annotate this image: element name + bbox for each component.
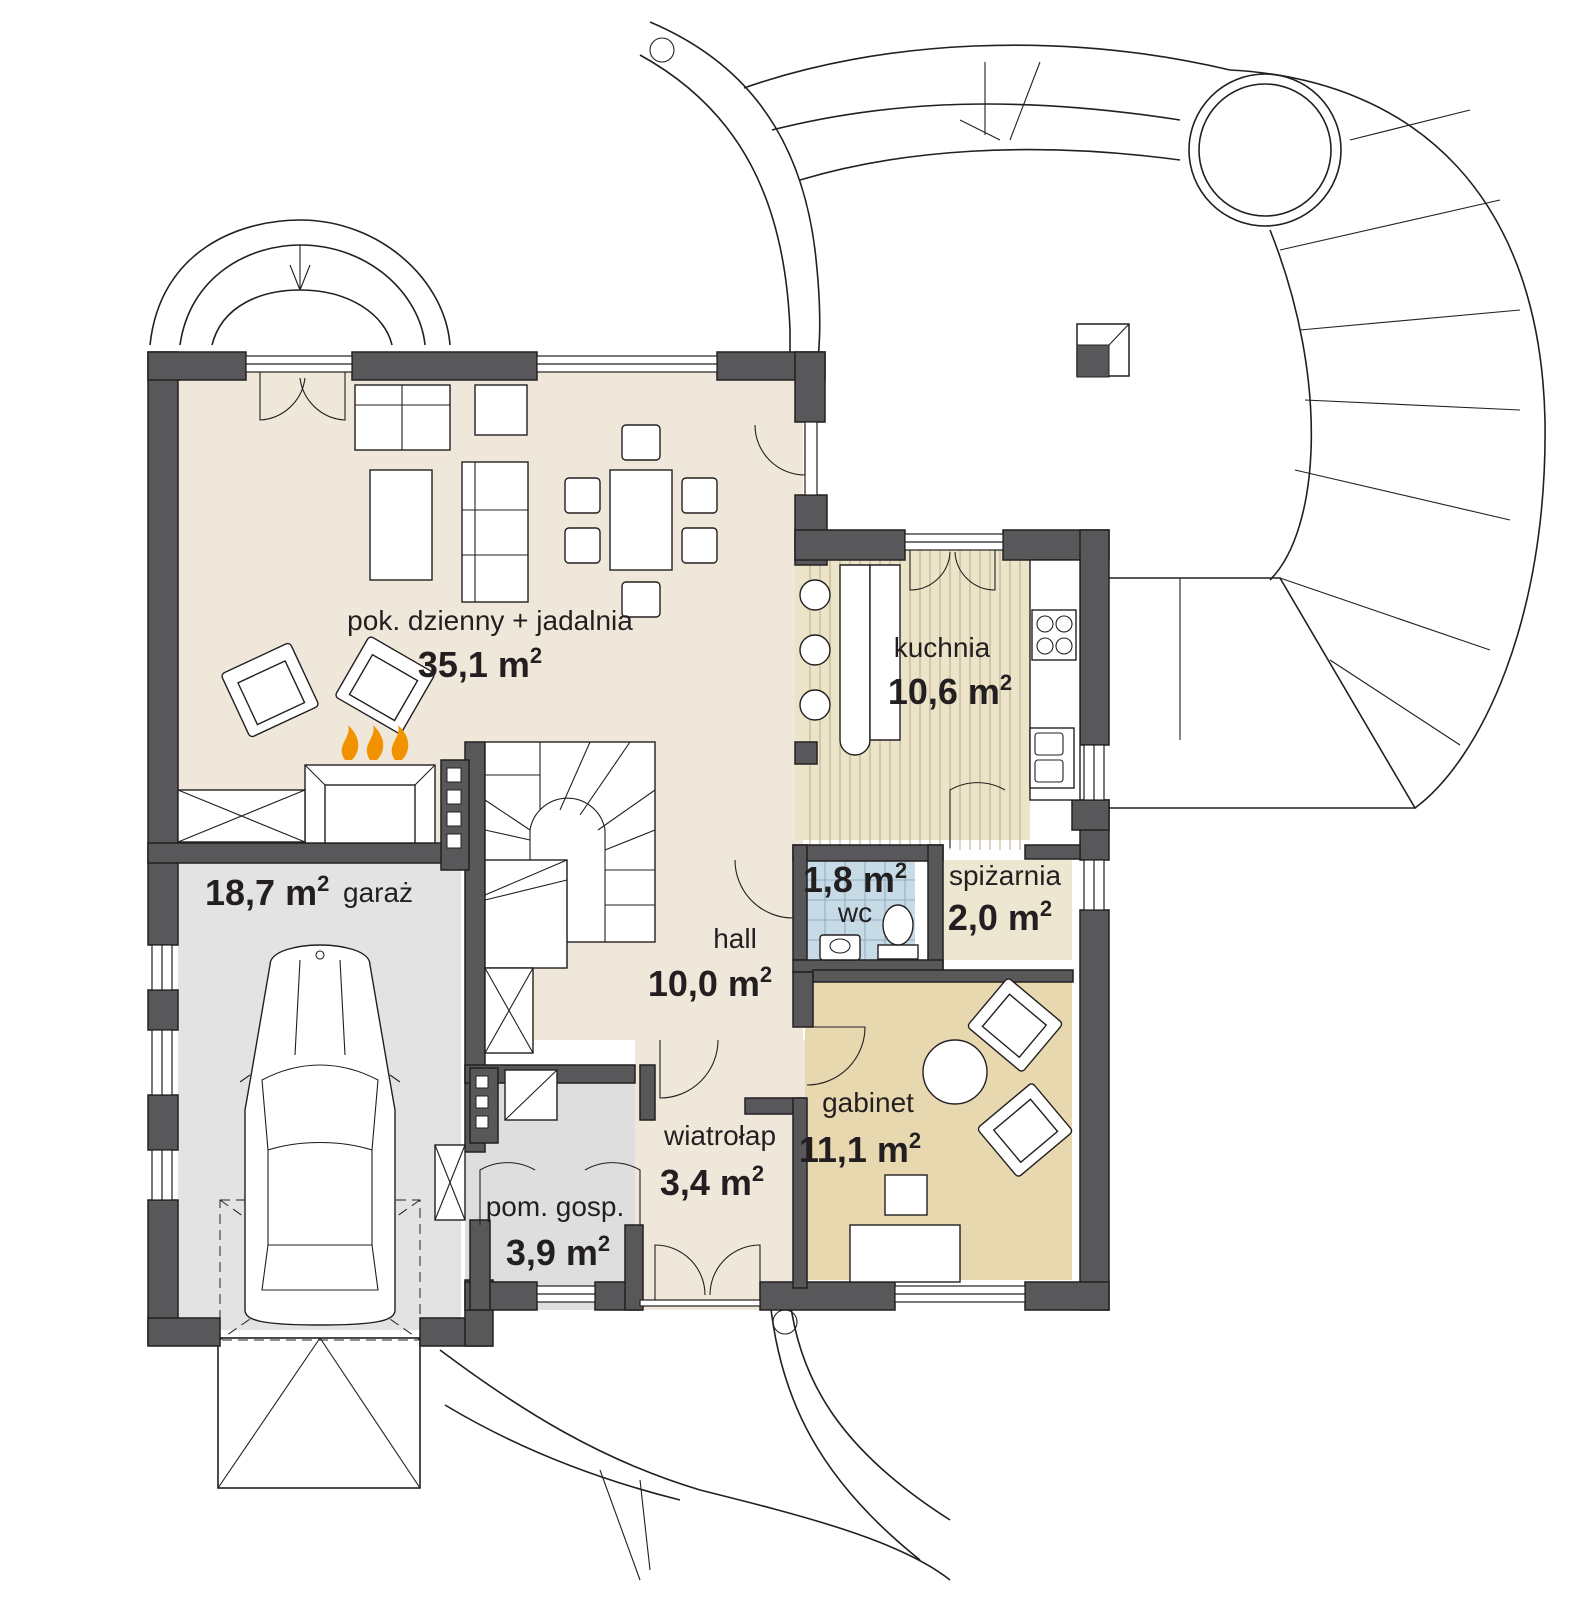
room-name: wiatrołap <box>663 1120 776 1151</box>
stove-icon <box>1031 609 1077 661</box>
svg-text:1,8 m2: 1,8 m2 <box>803 858 907 900</box>
dining-table-icon <box>564 424 718 618</box>
room-label-living: pok. dzienny + jadalnia 35,1 m2 <box>347 605 633 685</box>
room-area: 35,1 m <box>418 644 530 685</box>
room-area: 11,1 m <box>799 1129 909 1170</box>
area-superscript: 2 <box>909 1128 921 1153</box>
terrace-icon <box>149 21 1546 1581</box>
room-name: pom. gosp. <box>486 1191 625 1222</box>
desk-icon <box>849 1174 961 1283</box>
round-table-icon <box>922 1039 988 1105</box>
walls <box>147 351 1110 1347</box>
svg-text:10,6 m2: 10,6 m2 <box>888 670 1012 712</box>
room-label-hall: hall 10,0 m2 <box>648 923 772 1004</box>
room-area: 3,9 m <box>506 1232 598 1273</box>
svg-text:11,1 m2: 11,1 m2 <box>799 1128 921 1170</box>
stairs-icon <box>484 741 656 1054</box>
room-name: gabinet <box>822 1087 914 1118</box>
svg-text:10,0 m2: 10,0 m2 <box>648 962 772 1004</box>
area-superscript: 2 <box>530 643 542 668</box>
windows <box>151 355 1105 1307</box>
room-name: kuchnia <box>894 632 991 663</box>
room-area: 10,0 m <box>648 963 760 1004</box>
area-superscript: 2 <box>1000 670 1012 695</box>
utility-fixture <box>434 1069 558 1221</box>
area-superscript: 2 <box>895 858 907 883</box>
armchair-icon <box>967 978 1073 1177</box>
room-area: 10,6 m <box>888 671 1000 712</box>
area-superscript: 2 <box>760 962 772 987</box>
area-superscript: 2 <box>317 871 329 896</box>
svg-text:35,1 m2: 35,1 m2 <box>418 643 542 685</box>
room-area: 2,0 m <box>948 897 1040 938</box>
room-name: wc <box>837 897 872 928</box>
toilet-icon <box>819 904 919 961</box>
area-superscript: 2 <box>598 1231 610 1256</box>
room-name: garaż <box>343 877 413 908</box>
room-label-vestibule: wiatrołap 3,4 m2 <box>660 1120 776 1203</box>
room-label-utility: pom. gosp. 3,9 m2 <box>486 1191 625 1273</box>
svg-text:18,7 m2: 18,7 m2 <box>205 871 329 913</box>
svg-text:3,9 m2: 3,9 m2 <box>506 1231 610 1273</box>
room-label-study: gabinet 11,1 m2 <box>799 1087 921 1170</box>
room-name: hall <box>713 923 757 954</box>
svg-text:3,4 m2: 3,4 m2 <box>660 1161 764 1203</box>
kitchen-furniture <box>799 559 1081 801</box>
svg-text:2,0 m2: 2,0 m2 <box>948 896 1052 938</box>
room-label-garage: 18,7 m2 garaż <box>205 871 413 913</box>
fireplace-icon <box>177 725 436 844</box>
chimney-column <box>440 759 499 1144</box>
room-name: pok. dzienny + jadalnia <box>347 605 633 636</box>
room-area: 3,4 m <box>660 1162 752 1203</box>
study-furniture <box>849 978 1073 1283</box>
room-area: 1,8 m <box>803 859 895 900</box>
area-superscript: 2 <box>1040 896 1052 921</box>
room-label-pantry: spiżarnia 2,0 m2 <box>948 860 1062 938</box>
room-name: spiżarnia <box>949 860 1061 891</box>
area-superscript: 2 <box>752 1161 764 1186</box>
room-label-wc: 1,8 m2 wc <box>803 858 907 928</box>
car-icon <box>239 944 401 1326</box>
sink-icon <box>1029 727 1075 789</box>
room-area: 18,7 m <box>205 872 317 913</box>
room-label-kitchen: kuchnia 10,6 m2 <box>888 632 1012 712</box>
armchair-icon <box>221 636 435 738</box>
sofa-icon <box>354 384 529 603</box>
chimney-icon <box>1076 323 1130 378</box>
